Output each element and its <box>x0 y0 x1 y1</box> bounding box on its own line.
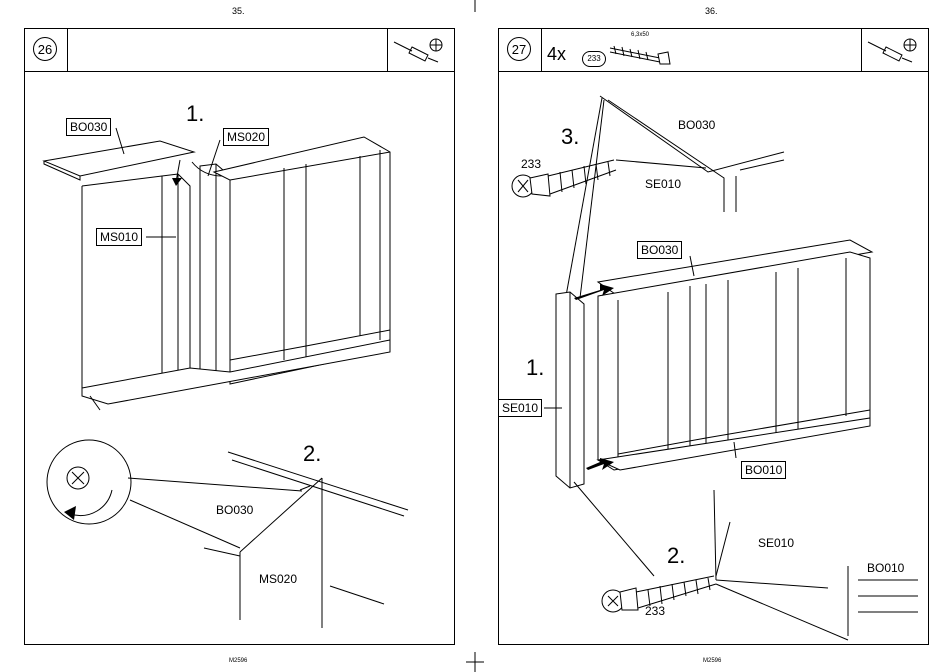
label-bo010-mid: BO010 <box>741 461 786 479</box>
step-marker-3: 3. <box>561 124 579 150</box>
label-bo030-mid: BO030 <box>637 241 682 259</box>
label-bo030-top: BO030 <box>678 118 715 132</box>
label-screw-233-bottom: 233 <box>645 604 665 618</box>
step-marker-1: 1. <box>526 355 544 381</box>
label-se010-side: SE010 <box>498 399 542 417</box>
label-bo010-bottom: BO010 <box>867 561 904 575</box>
step-marker-2: 2. <box>667 543 685 569</box>
label-se010-top: SE010 <box>645 177 681 191</box>
label-screw-233-top: 233 <box>521 157 541 171</box>
label-se010-bottom: SE010 <box>758 536 794 550</box>
